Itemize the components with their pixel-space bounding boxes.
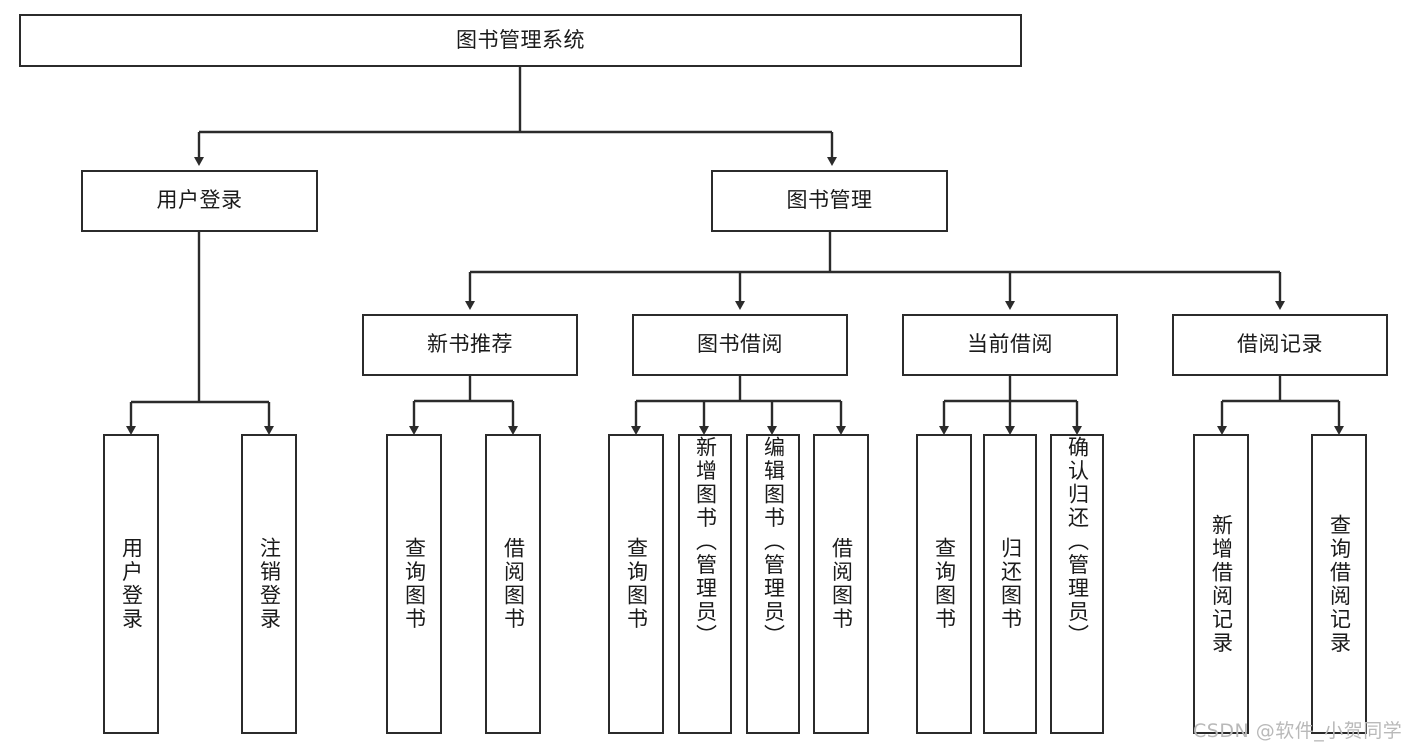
leaf-query-book-borrow[interactable]: 查询图书: [608, 434, 664, 734]
leaf-query-borrow-record-label: 查询借阅记录: [1327, 513, 1352, 655]
leaf-return-book[interactable]: 归还图书: [983, 434, 1037, 734]
leaf-logout-label: 注销登录: [257, 537, 282, 631]
leaf-query-book-newbook[interactable]: 查询图书: [386, 434, 442, 734]
leaf-add-borrow-record[interactable]: 新增借阅记录: [1193, 434, 1249, 734]
node-current-borrow-label: 当前借阅: [967, 332, 1053, 357]
leaf-confirm-return-admin-label: 确认归还（管理员）: [1065, 436, 1090, 648]
leaf-confirm-return-admin[interactable]: 确认归还（管理员）: [1050, 434, 1104, 734]
leaf-borrow-book-newbook[interactable]: 借阅图书: [485, 434, 541, 734]
csdn-watermark: CSDN @软件_小贺同学: [1193, 720, 1403, 742]
node-root[interactable]: 图书管理系统: [19, 14, 1022, 67]
leaf-return-book-label: 归还图书: [998, 537, 1023, 631]
leaf-user-login-label: 用户登录: [119, 537, 144, 631]
node-current-borrow[interactable]: 当前借阅: [902, 314, 1118, 376]
node-new-book-recommend-label: 新书推荐: [427, 332, 513, 357]
leaf-add-book-admin[interactable]: 新增图书（管理员）: [678, 434, 732, 734]
node-book-management-label: 图书管理: [786, 188, 873, 213]
leaf-borrow-book-borrow[interactable]: 借阅图书: [813, 434, 869, 734]
node-book-borrow-label: 图书借阅: [697, 332, 783, 357]
leaf-edit-book-admin[interactable]: 编辑图书（管理员）: [746, 434, 800, 734]
leaf-user-login[interactable]: 用户登录: [103, 434, 159, 734]
node-book-borrow[interactable]: 图书借阅: [632, 314, 848, 376]
connectors: [126, 67, 1344, 435]
leaf-logout[interactable]: 注销登录: [241, 434, 297, 734]
leaf-query-book-borrow-label: 查询图书: [624, 537, 649, 631]
leaf-query-book-current[interactable]: 查询图书: [916, 434, 972, 734]
node-borrow-record[interactable]: 借阅记录: [1172, 314, 1388, 376]
leaf-add-borrow-record-label: 新增借阅记录: [1209, 513, 1234, 655]
leaf-add-book-admin-label: 新增图书（管理员）: [693, 436, 718, 648]
leaf-query-borrow-record[interactable]: 查询借阅记录: [1311, 434, 1367, 734]
leaf-borrow-book-newbook-label: 借阅图书: [501, 537, 526, 631]
node-user-login[interactable]: 用户登录: [81, 170, 318, 232]
node-new-book-recommend[interactable]: 新书推荐: [362, 314, 578, 376]
leaf-edit-book-admin-label: 编辑图书（管理员）: [761, 436, 786, 648]
node-root-label: 图书管理系统: [456, 27, 585, 52]
leaf-borrow-book-borrow-label: 借阅图书: [829, 537, 854, 631]
leaf-query-book-newbook-label: 查询图书: [402, 537, 427, 631]
node-user-login-label: 用户登录: [156, 188, 243, 213]
leaf-query-book-current-label: 查询图书: [932, 537, 957, 631]
node-book-management[interactable]: 图书管理: [711, 170, 948, 232]
node-borrow-record-label: 借阅记录: [1237, 332, 1323, 357]
